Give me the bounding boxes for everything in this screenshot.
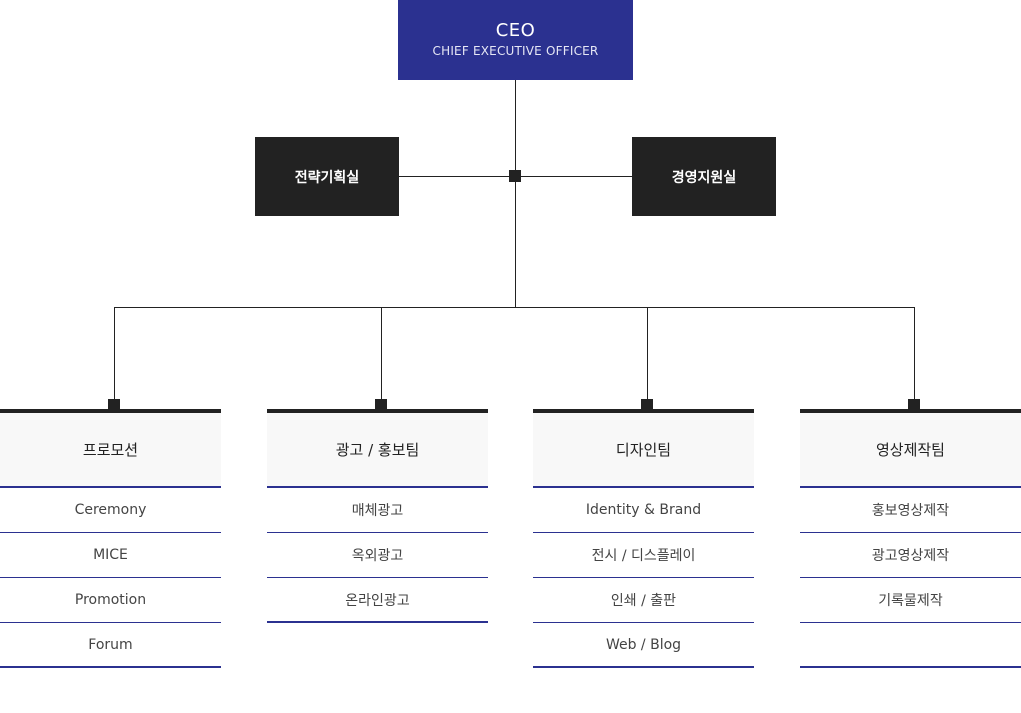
team-item: MICE (0, 533, 221, 578)
team-advertising-pr: 광고 / 홍보팀 매체광고 옥외광고 온라인광고 (267, 409, 488, 623)
team-video-production: 영상제작팀 홍보영상제작 광고영상제작 기록물제작 (800, 409, 1021, 668)
team-item: 기록물제작 (800, 578, 1021, 623)
team-node-4 (908, 399, 920, 411)
team-item: Promotion (0, 578, 221, 623)
team-drop-line-4 (914, 307, 915, 402)
team-promotion: 프로모션 Ceremony MICE Promotion Forum (0, 409, 221, 668)
team-item: Identity & Brand (533, 488, 754, 533)
management-support-label: 경영지원실 (671, 169, 737, 186)
ceo-subtitle: CHIEF EXECUTIVE OFFICER (432, 44, 599, 58)
team-drop-line-1 (114, 307, 115, 402)
strategy-planning-box: 전략기획실 (255, 137, 399, 216)
team-item: 광고영상제작 (800, 533, 1021, 578)
team-item: 전시 / 디스플레이 (533, 533, 754, 578)
team-node-1 (108, 399, 120, 411)
team-item: 옥외광고 (267, 533, 488, 578)
junction-node (509, 170, 521, 182)
management-support-box: 경영지원실 (632, 137, 776, 216)
team-header: 광고 / 홍보팀 (267, 409, 488, 488)
team-item: 홍보영상제작 (800, 488, 1021, 533)
team-item: Web / Blog (533, 623, 754, 668)
team-header: 디자인팀 (533, 409, 754, 488)
team-node-2 (375, 399, 387, 411)
strategy-planning-label: 전략기획실 (294, 169, 360, 186)
team-header: 영상제작팀 (800, 409, 1021, 488)
ceo-title: CEO (495, 20, 536, 41)
ceo-stem-line (515, 80, 516, 308)
team-header: 프로모션 (0, 409, 221, 488)
team-item: Forum (0, 623, 221, 668)
team-drop-line-3 (647, 307, 648, 402)
team-item (800, 623, 1021, 668)
team-design: 디자인팀 Identity & Brand 전시 / 디스플레이 인쇄 / 출판… (533, 409, 754, 668)
team-item: 인쇄 / 출판 (533, 578, 754, 623)
team-item: 매체광고 (267, 488, 488, 533)
team-item: Ceremony (0, 488, 221, 533)
team-drop-line-2 (381, 307, 382, 402)
team-node-3 (641, 399, 653, 411)
team-item: 온라인광고 (267, 578, 488, 623)
team-bus-line (114, 307, 915, 308)
ceo-box: CEO CHIEF EXECUTIVE OFFICER (398, 0, 633, 80)
